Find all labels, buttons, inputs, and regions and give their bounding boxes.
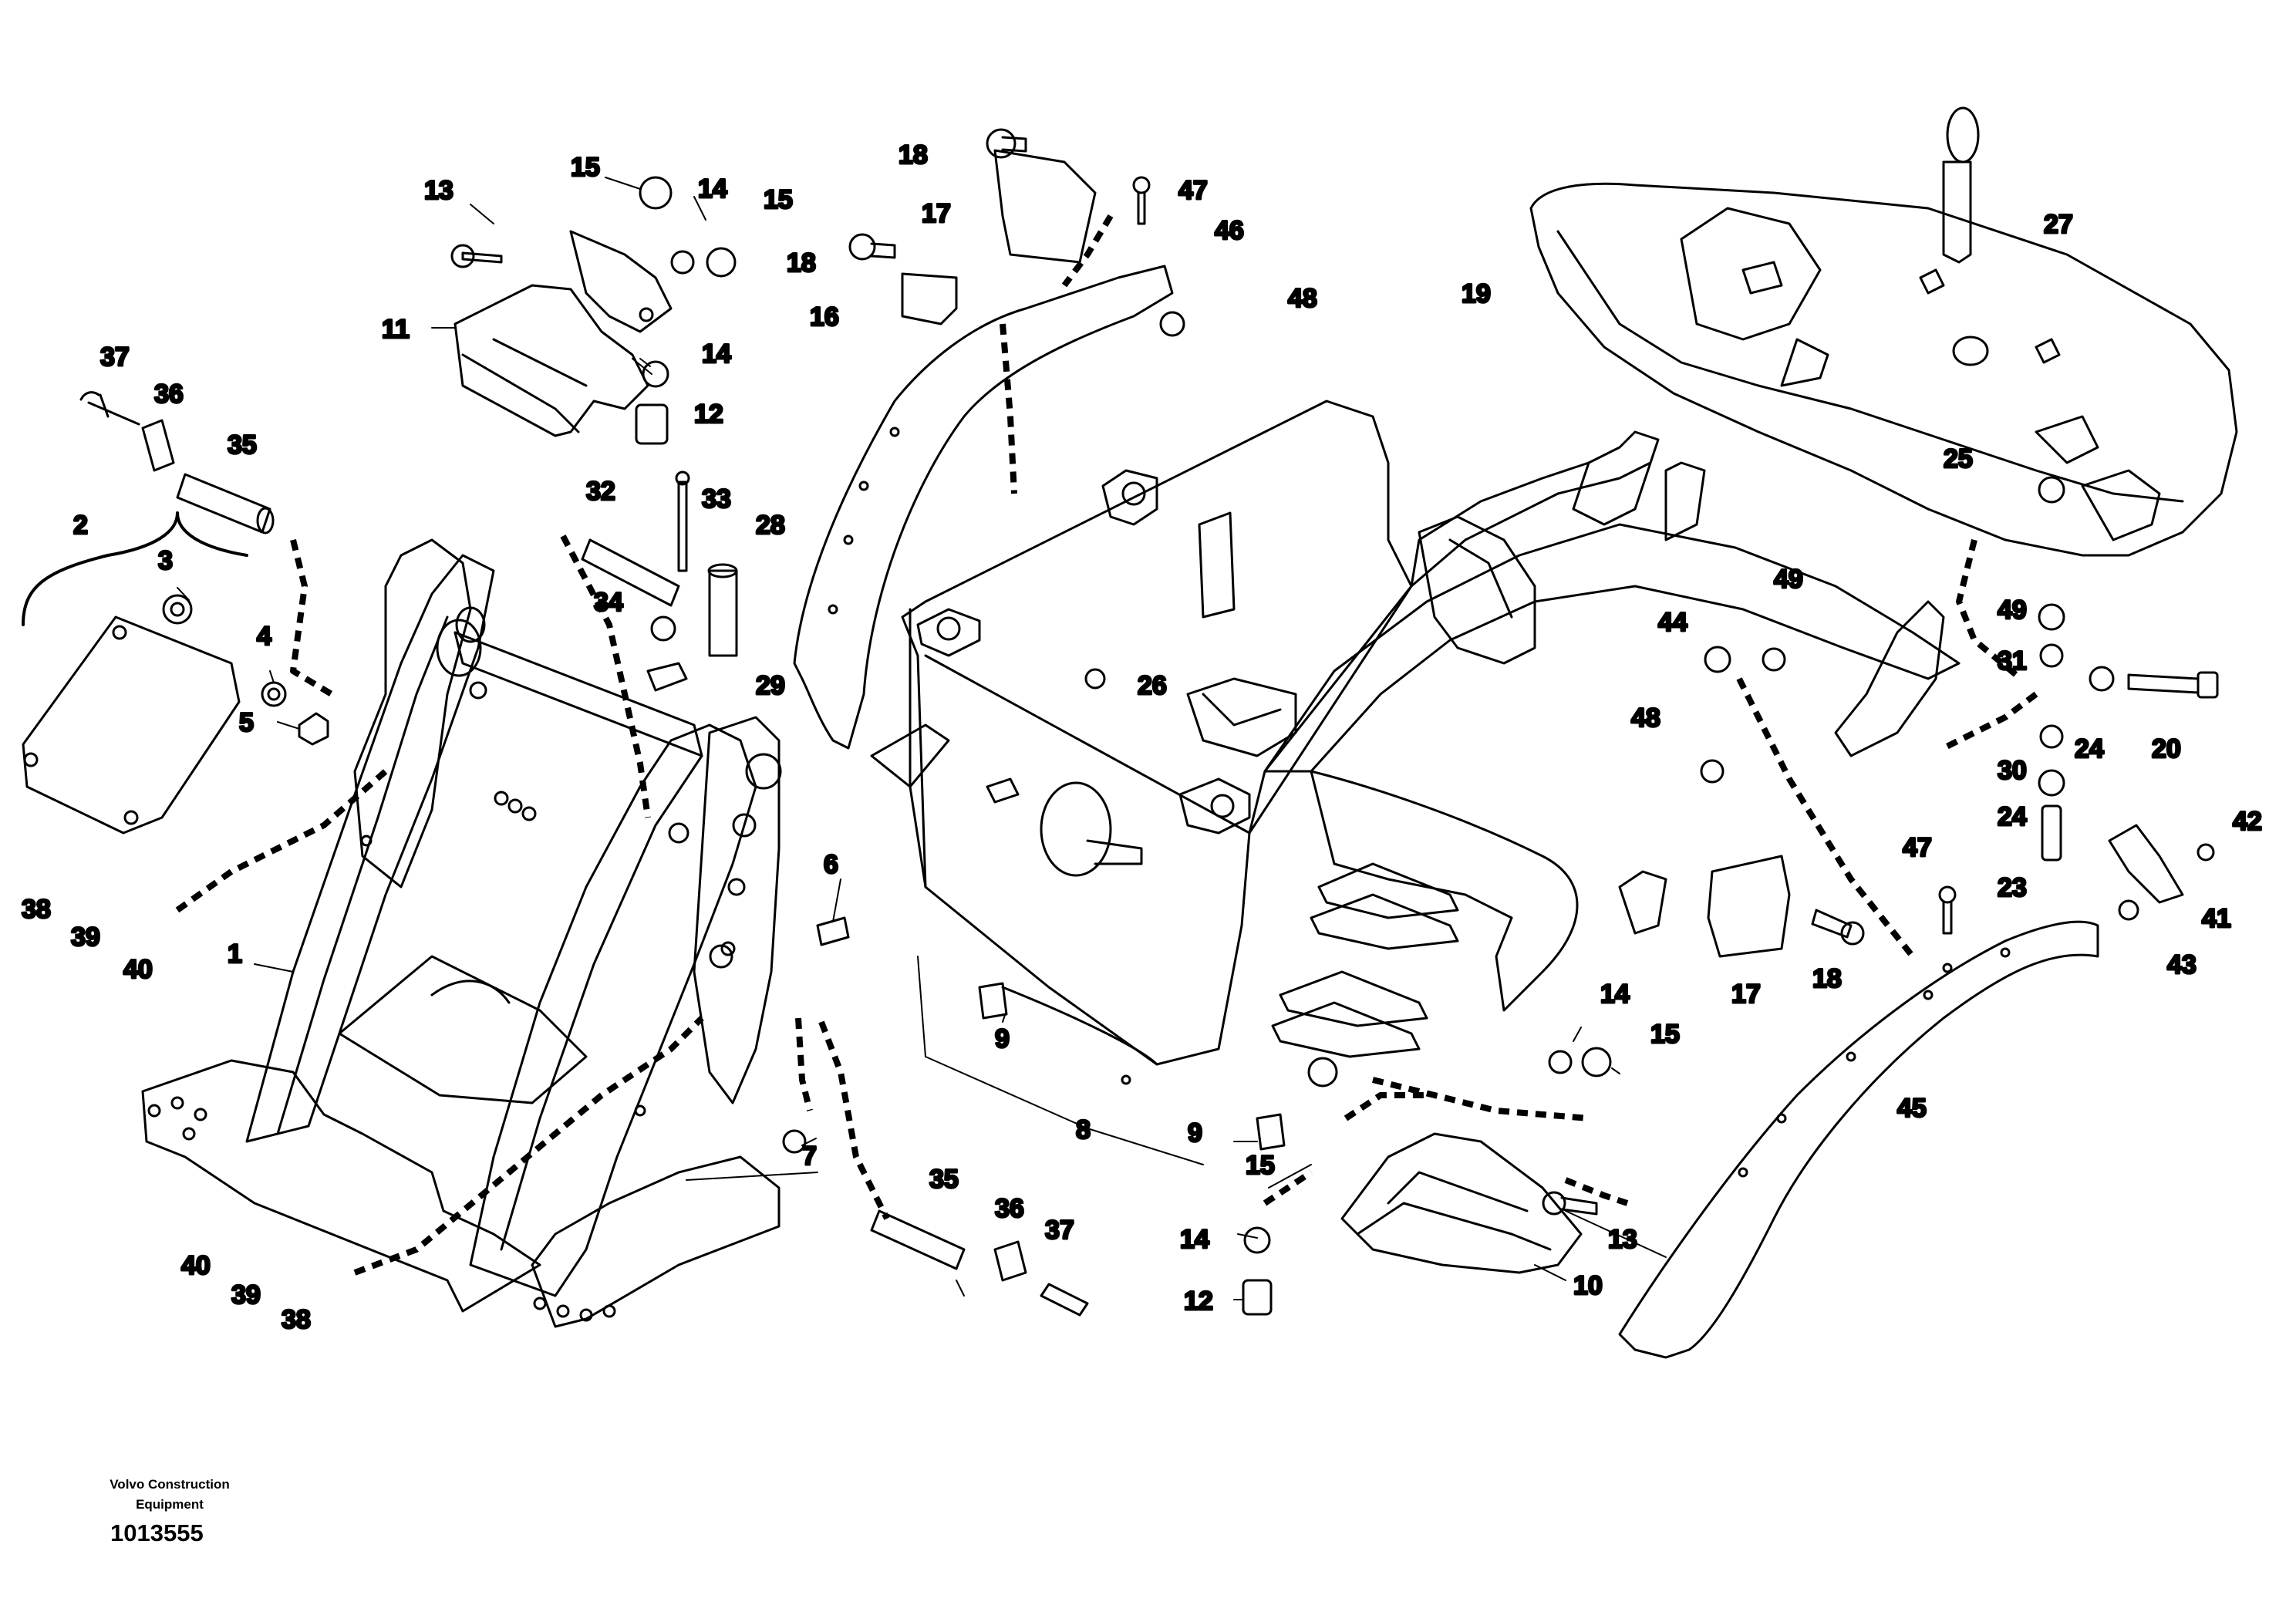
callout-48-lower: 48 xyxy=(1631,703,1660,733)
callout-35-upper: 35 xyxy=(228,430,257,460)
callout-26: 26 xyxy=(1138,671,1167,700)
callout-11: 11 xyxy=(382,315,410,344)
callout-6: 6 xyxy=(824,850,838,879)
callout-49-upper: 49 xyxy=(1774,565,1803,594)
callout-28: 28 xyxy=(756,511,785,540)
front-frame-part-1 xyxy=(141,538,782,1328)
callout-27: 27 xyxy=(2044,210,2073,239)
callout-38-lower: 38 xyxy=(282,1305,311,1334)
callout-23: 23 xyxy=(1998,873,2027,902)
callout-14-upper: 14 xyxy=(698,174,727,204)
callout-44: 44 xyxy=(1658,608,1687,637)
pin-clamp-bolt-upper-left xyxy=(79,391,275,534)
callout-47-upper: 47 xyxy=(1178,176,1208,205)
callout-33: 33 xyxy=(702,484,731,514)
callout-10: 10 xyxy=(1573,1271,1603,1300)
callout-45: 45 xyxy=(1897,1094,1927,1123)
callout-15-upper-right: 15 xyxy=(764,185,793,214)
callout-15-lower: 15 xyxy=(1246,1151,1275,1180)
document-footer: Volvo Construction Equipment 1013555 xyxy=(73,1475,266,1547)
cover-plate-group xyxy=(22,511,329,835)
manufacturer-line-1: Volvo Construction xyxy=(110,1477,230,1492)
callout-9-center: 9 xyxy=(995,1024,1010,1054)
callout-47-lower: 47 xyxy=(1903,833,1932,862)
callout-14-right: 14 xyxy=(1600,980,1630,1009)
callout-42: 42 xyxy=(2233,807,2262,836)
callout-35-lower: 35 xyxy=(929,1165,959,1194)
callout-39-left: 39 xyxy=(71,922,100,952)
fender-part-45 xyxy=(1618,920,2099,1359)
callout-14-lower: 14 xyxy=(1180,1225,1209,1254)
callout-15-right: 15 xyxy=(1650,1020,1680,1049)
callout-7: 7 xyxy=(802,1141,817,1171)
callout-8: 8 xyxy=(1076,1115,1091,1145)
callout-13-upper: 13 xyxy=(424,176,453,205)
callout-41: 41 xyxy=(2202,904,2231,933)
callout-31: 31 xyxy=(1998,646,2027,676)
step-part-10 xyxy=(1340,1132,1583,1274)
callout-12-lower: 12 xyxy=(1184,1286,1213,1316)
bracket-part-11 xyxy=(453,230,673,437)
callout-18-lower: 18 xyxy=(1812,964,1842,993)
callout-30: 30 xyxy=(1998,756,2027,785)
callout-24-lower: 24 xyxy=(1998,802,2027,831)
small-hardware xyxy=(450,106,2219,1317)
callout-43: 43 xyxy=(2167,950,2197,980)
callout-48-upper: 48 xyxy=(1288,284,1317,313)
callout-38-left: 38 xyxy=(22,895,51,924)
callout-17-upper: 17 xyxy=(922,199,951,228)
callout-25: 25 xyxy=(1944,444,1973,474)
callout-24-right: 24 xyxy=(2075,734,2104,764)
callout-32: 32 xyxy=(586,477,615,506)
callout-20: 20 xyxy=(2152,734,2181,764)
rear-frame xyxy=(1263,430,1961,1058)
callout-49-lower: 49 xyxy=(1998,595,2027,625)
callout-9-lower: 9 xyxy=(1188,1118,1202,1148)
counterweight-part-19 xyxy=(1529,182,2238,557)
callout-29: 29 xyxy=(756,671,785,700)
callout-12-upper: 12 xyxy=(694,400,723,429)
callout-3: 3 xyxy=(158,546,173,575)
callout-18-top: 18 xyxy=(899,140,928,170)
callout-46: 46 xyxy=(1215,216,1244,245)
callout-1: 1 xyxy=(228,939,242,969)
callout-36-lower: 36 xyxy=(995,1194,1024,1223)
document-number: 1013555 xyxy=(110,1519,204,1546)
callout-34: 34 xyxy=(594,588,623,617)
callout-4: 4 xyxy=(257,622,271,651)
callout-13-lower: 13 xyxy=(1608,1225,1637,1254)
callout-labels: 1 2 3 4 5 6 7 8 9 9 10 11 12 12 13 13 14… xyxy=(21,140,2264,1336)
callout-5: 5 xyxy=(239,708,254,737)
callout-39-lower: 39 xyxy=(231,1280,261,1310)
assembly-dash-lines xyxy=(175,214,2038,1276)
callout-16: 16 xyxy=(810,302,839,332)
callout-36-upper: 36 xyxy=(154,379,184,409)
callout-40-left: 40 xyxy=(123,955,153,984)
callout-40-lower: 40 xyxy=(181,1251,211,1280)
callout-14-mid: 14 xyxy=(702,339,731,369)
manufacturer-line-2: Equipment xyxy=(136,1497,204,1512)
callout-37-upper: 37 xyxy=(100,342,130,372)
callout-leader-lines xyxy=(177,177,1667,1300)
callout-15-upper: 15 xyxy=(571,153,600,182)
callout-19: 19 xyxy=(1462,279,1491,309)
callout-2: 2 xyxy=(73,511,88,540)
callout-18-upper: 18 xyxy=(787,248,816,278)
callout-17-lower: 17 xyxy=(1731,980,1761,1009)
callout-37-lower: 37 xyxy=(1045,1216,1074,1245)
